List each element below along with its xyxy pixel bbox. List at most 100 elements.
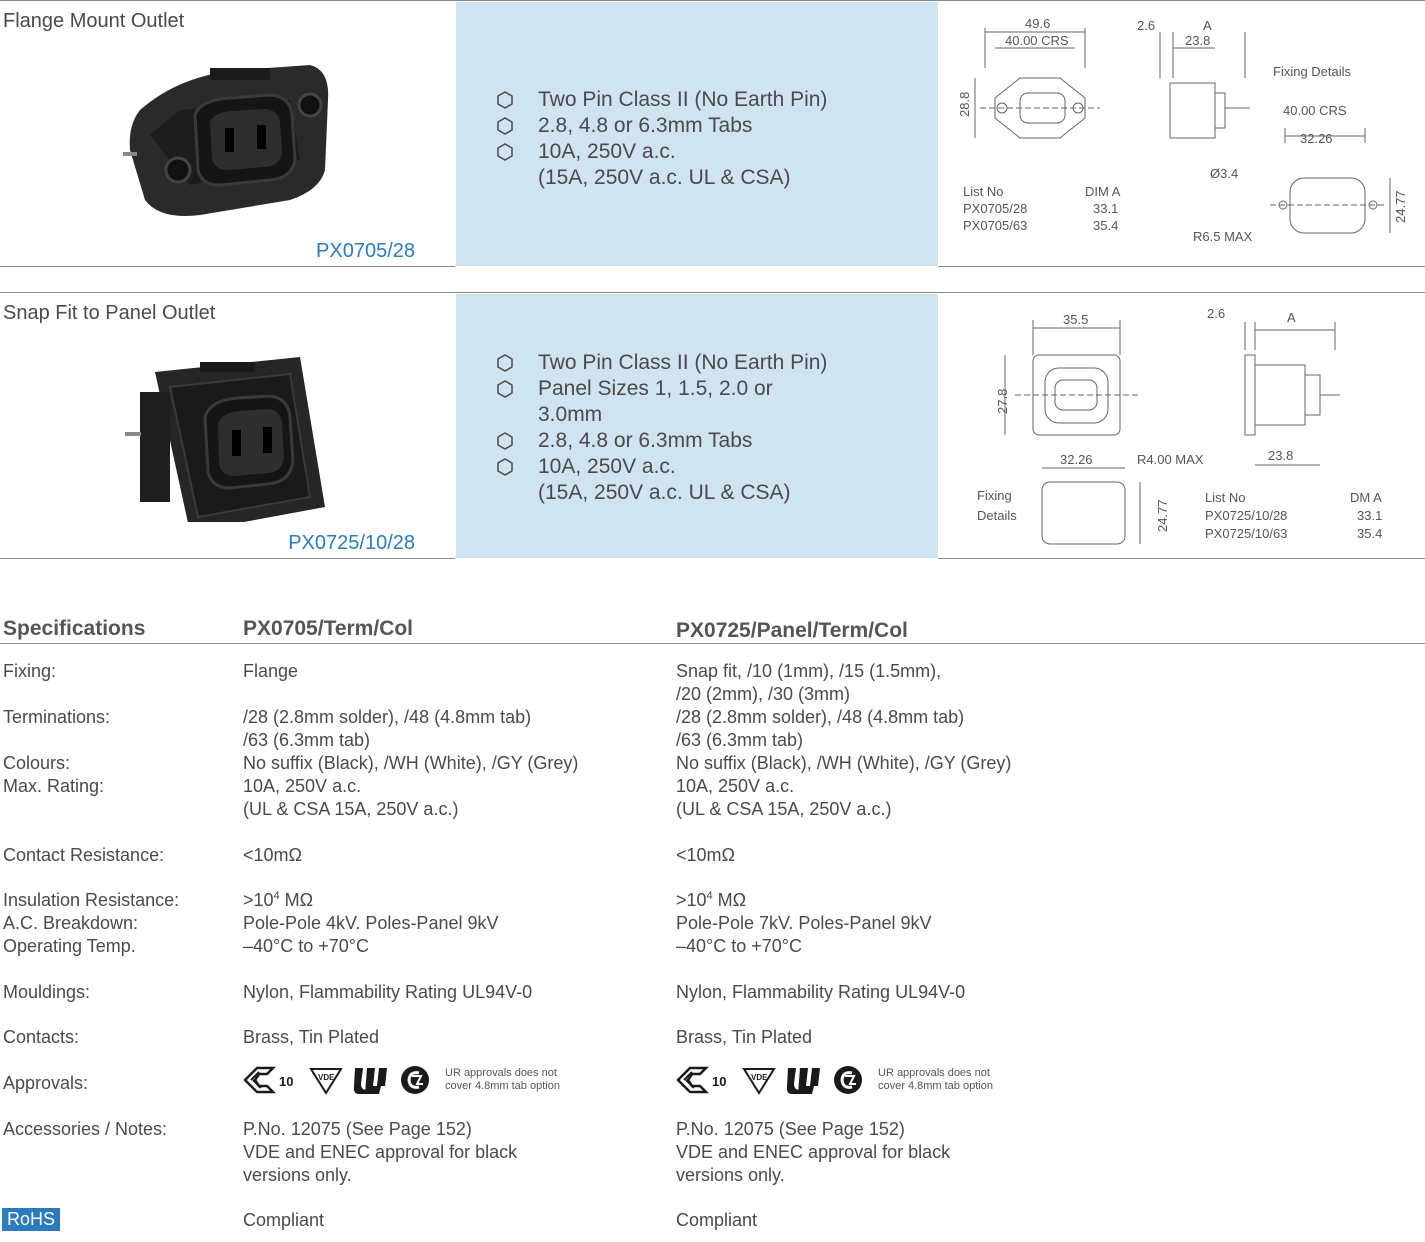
dim-label: 23.8 bbox=[1268, 448, 1293, 463]
spec-value: <10mΩ bbox=[243, 845, 302, 865]
dim-label: R4.00 MAX bbox=[1137, 452, 1204, 467]
dim-label: 23.8 bbox=[1185, 33, 1210, 48]
feature-text: Two Pin Class II (No Earth Pin) bbox=[538, 351, 828, 374]
spec-value: <10mΩ bbox=[676, 845, 735, 865]
list-item: Two Pin Class II (No Earth Pin) bbox=[496, 87, 827, 113]
features-panel: Two Pin Class II (No Earth Pin) 2.8, 4.8… bbox=[456, 2, 938, 266]
dim-label: 28.8 bbox=[957, 92, 972, 117]
flange-outlet-photo bbox=[123, 65, 329, 216]
spec-value: Brass, Tin Plated bbox=[243, 1027, 380, 1047]
divider bbox=[0, 266, 455, 267]
dim-label: 24.77 bbox=[1155, 499, 1170, 532]
spec-value: Nylon, Flammability Rating UL94V-0 bbox=[676, 982, 966, 1002]
spec-heading: Specifications bbox=[3, 617, 146, 640]
feature-list: Two Pin Class II (No Earth Pin) Panel Si… bbox=[496, 350, 827, 506]
rohs-badge: RoHS bbox=[2, 1208, 61, 1231]
list-item: Panel Sizes 1, 1.5, 2.0 or 3.0mm bbox=[496, 376, 827, 428]
spec-value: Compliant bbox=[676, 1210, 758, 1230]
list-header: DIM A bbox=[1085, 184, 1121, 199]
spec-value: >104 MΩ bbox=[676, 890, 747, 910]
product-row-flange: Flange Mount Outlet PX0705/28 Two Pin Cl… bbox=[0, 0, 1425, 268]
spec-value: Pole-Pole 7kV. Poles-Panel 9kV bbox=[676, 913, 932, 933]
list-item: 2.8, 4.8 or 6.3mm Tabs bbox=[496, 113, 827, 139]
hexagon-bullet-icon bbox=[497, 380, 513, 398]
dim-label: Ø3.4 bbox=[1210, 166, 1238, 181]
dim-label: 49.6 bbox=[1025, 16, 1050, 31]
spec-label-insulation-resistance: Insulation Resistance: bbox=[3, 890, 180, 910]
features-panel: Two Pin Class II (No Earth Pin) Panel Si… bbox=[456, 294, 938, 558]
feature-list: Two Pin Class II (No Earth Pin) 2.8, 4.8… bbox=[496, 87, 827, 191]
spec-value: /28 (2.8mm solder), /48 (4.8mm tab)/63 (… bbox=[243, 707, 532, 750]
feature-subtext: (15A, 250V a.c. UL & CSA) bbox=[538, 166, 791, 189]
dim-label: A bbox=[1203, 18, 1212, 33]
dim-label: A bbox=[1287, 310, 1296, 325]
feature-text: 10A, 250V a.c. bbox=[538, 455, 676, 478]
csa-mark-icon bbox=[834, 1066, 862, 1094]
list-cell: 33.1 bbox=[1357, 508, 1382, 523]
dim-label: 40.00 CRS bbox=[1005, 33, 1069, 48]
list-cell: 33.1 bbox=[1093, 201, 1118, 216]
feature-text: Two Pin Class II (No Earth Pin) bbox=[538, 88, 828, 111]
dim-label: 2.6 bbox=[1207, 306, 1225, 321]
feature-text: 2.8, 4.8 or 6.3mm Tabs bbox=[538, 429, 753, 452]
csa-mark-icon bbox=[401, 1066, 429, 1094]
enec-mark-icon: 10 bbox=[676, 1066, 726, 1094]
dim-label: Fixing Details bbox=[1273, 64, 1352, 79]
hexagon-bullet-icon bbox=[497, 354, 513, 372]
product-title: Snap Fit to Panel Outlet bbox=[3, 302, 216, 324]
feature-text: Panel Sizes 1, 1.5, 2.0 or bbox=[538, 377, 773, 400]
product-title: Flange Mount Outlet bbox=[3, 10, 185, 32]
list-item: 10A, 250V a.c. (15A, 250V a.c. UL & CSA) bbox=[496, 139, 827, 191]
spec-value: P.No. 12075 (See Page 152)VDE and ENEC a… bbox=[676, 1119, 951, 1185]
ur-recognized-mark-icon bbox=[786, 1068, 820, 1094]
hexagon-bullet-icon bbox=[497, 117, 513, 135]
spec-value: No suffix (Black), /WH (White), /GY (Gre… bbox=[676, 753, 1012, 773]
spec-label-max-rating: Max. Rating: bbox=[3, 776, 105, 796]
spec-label-approvals: Approvals: bbox=[3, 1073, 89, 1093]
part-number: PX0725/10/28 bbox=[288, 532, 415, 554]
spec-value: 10A, 250V a.c.(UL & CSA 15A, 250V a.c.) bbox=[676, 776, 892, 819]
svg-text:VDE: VDE bbox=[751, 1073, 768, 1082]
list-cell: PX0705/28 bbox=[963, 201, 1027, 216]
divider bbox=[0, 558, 455, 559]
list-cell: 35.4 bbox=[1093, 218, 1118, 233]
feature-subtext: (15A, 250V a.c. UL & CSA) bbox=[538, 481, 791, 504]
spec-value: Compliant bbox=[243, 1210, 325, 1230]
divider bbox=[938, 558, 1425, 559]
spec-value: P.No. 12075 (See Page 152)VDE and ENEC a… bbox=[243, 1119, 518, 1185]
dim-label: 32.26 bbox=[1060, 452, 1093, 467]
vde-mark-icon: VDE bbox=[309, 1068, 343, 1095]
feature-subtext: 3.0mm bbox=[538, 403, 603, 426]
spec-value: 10A, 250V a.c.(UL & CSA 15A, 250V a.c.) bbox=[243, 776, 459, 819]
dim-label: Fixing bbox=[977, 488, 1012, 503]
spec-label-fixing: Fixing: bbox=[3, 661, 57, 681]
spec-value: –40°C to +70°C bbox=[676, 936, 802, 956]
snapfit-dimension-drawing: 35.5 27.8 2.6 A 32.26 R4.00 MAX 23.8 Fix… bbox=[977, 306, 1382, 545]
spec-label-terminations: Terminations: bbox=[3, 707, 111, 727]
dim-label: 40.00 CRS bbox=[1283, 103, 1347, 118]
spec-label-mouldings: Mouldings: bbox=[3, 982, 91, 1002]
ur-recognized-mark-icon bbox=[353, 1068, 387, 1094]
spec-label-ac-breakdown: A.C. Breakdown: bbox=[3, 913, 139, 933]
feature-text: 2.8, 4.8 or 6.3mm Tabs bbox=[538, 114, 753, 137]
spec-label-contacts: Contacts: bbox=[3, 1027, 80, 1047]
divider bbox=[0, 0, 1425, 1]
list-item: Two Pin Class II (No Earth Pin) bbox=[496, 350, 827, 376]
divider bbox=[938, 266, 1425, 267]
spec-label-colours: Colours: bbox=[3, 753, 71, 773]
part-number: PX0705/28 bbox=[316, 240, 415, 262]
hexagon-bullet-icon bbox=[497, 143, 513, 161]
column-header-px0705: PX0705/Term/Col bbox=[243, 617, 414, 640]
dim-label: 35.5 bbox=[1063, 312, 1088, 327]
snapfit-outlet-photo bbox=[125, 357, 325, 522]
svg-text:10: 10 bbox=[712, 1074, 726, 1089]
list-header: List No bbox=[963, 184, 1003, 199]
spec-value: Flange bbox=[243, 661, 299, 681]
column-header-px0725: PX0725/Panel/Term/Col bbox=[676, 619, 908, 642]
spec-value: No suffix (Black), /WH (White), /GY (Gre… bbox=[243, 753, 579, 773]
divider bbox=[0, 643, 1425, 644]
list-item: 10A, 250V a.c. (15A, 250V a.c. UL & CSA) bbox=[496, 454, 827, 506]
spec-value: Pole-Pole 4kV. Poles-Panel 9kV bbox=[243, 913, 499, 933]
